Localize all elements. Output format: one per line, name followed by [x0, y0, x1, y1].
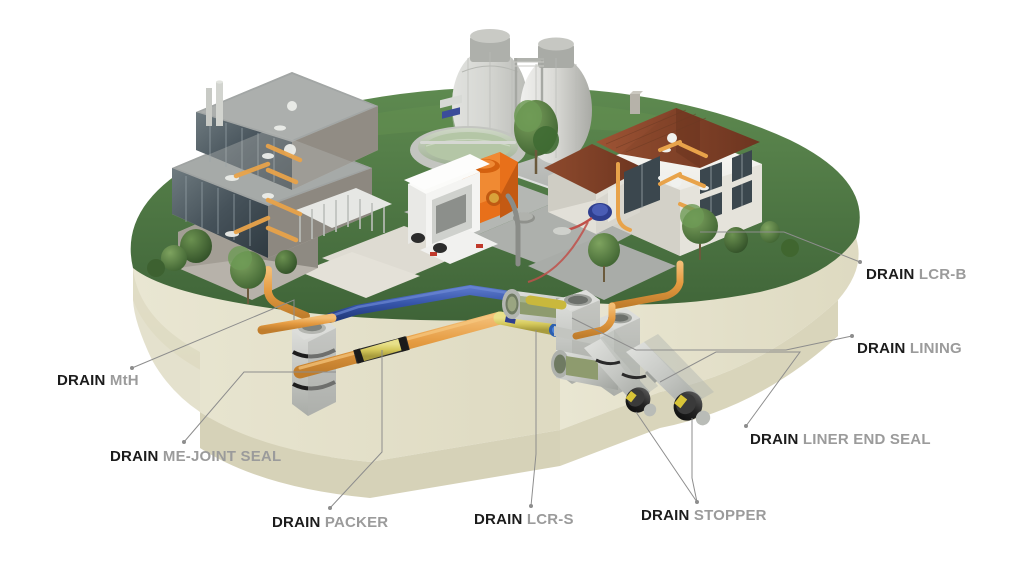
callout-product: LCR-B — [918, 266, 967, 283]
blue-hose — [257, 285, 515, 335]
callout-lining: DRAIN LINING — [857, 341, 962, 356]
callout-product: LCR-S — [526, 511, 574, 528]
callout-product: MtH — [109, 372, 139, 389]
callout-product: ME-JOINT SEAL — [162, 448, 282, 465]
callout-product: PACKER — [324, 514, 389, 531]
callout-brand: DRAIN — [750, 431, 799, 448]
callout-liner-end-seal: DRAIN LINER END SEAL — [750, 432, 931, 447]
callout-lcr-b: DRAIN LCR-B — [866, 267, 967, 282]
callout-brand: DRAIN — [110, 448, 159, 465]
callout-brand: DRAIN — [57, 372, 106, 389]
stopper-pipe-right — [626, 334, 714, 426]
drain-stopper-right — [673, 391, 711, 426]
callout-brand: DRAIN — [272, 514, 321, 531]
service-truck — [404, 94, 521, 267]
lcr-b-robot — [525, 295, 567, 310]
callout-product: LINING — [909, 340, 962, 357]
callout-brand: DRAIN — [857, 340, 906, 357]
stopper-pipe-left — [584, 330, 658, 417]
callout-lcr-s: DRAIN LCR-S — [474, 512, 574, 527]
callout-product: STOPPER — [693, 507, 767, 524]
vegetation — [147, 100, 799, 304]
detached-house — [527, 91, 762, 334]
callout-stopper: DRAIN STOPPER — [641, 508, 767, 523]
callout-me-joint-seal: DRAIN ME-JOINT SEAL — [110, 449, 281, 464]
callout-packer: DRAIN PACKER — [272, 515, 388, 530]
callout-mth: DRAIN MtH — [57, 373, 139, 388]
underground-network — [257, 285, 714, 426]
leader-lines — [130, 231, 862, 510]
callout-product: LINER END SEAL — [802, 431, 931, 448]
drain-stopper-left — [625, 387, 657, 417]
callout-brand: DRAIN — [641, 507, 690, 524]
callout-brand: DRAIN — [474, 511, 523, 528]
callout-brand: DRAIN — [866, 266, 915, 283]
liner-end-seals — [595, 358, 647, 380]
